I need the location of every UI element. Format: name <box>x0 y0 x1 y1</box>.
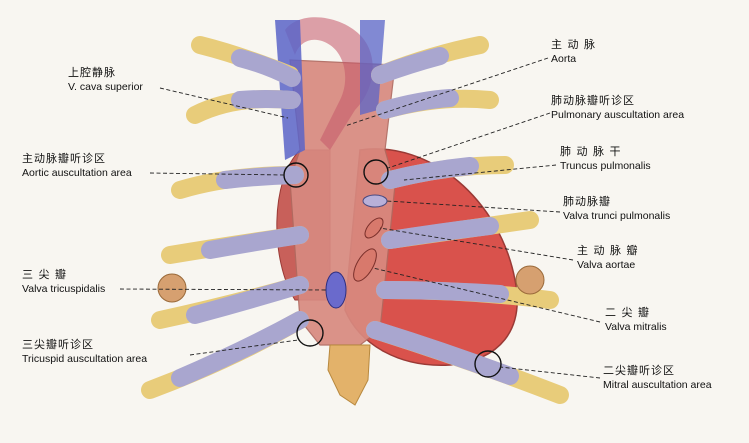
label-zh: 肺 动 脉 干 <box>560 145 622 158</box>
label-zh: 三尖瓣听诊区 <box>22 338 94 351</box>
pulmonary-vessel <box>360 20 385 115</box>
label-zh: 三 尖 瓣 <box>22 268 67 281</box>
label-la: Valva aortae <box>577 259 636 271</box>
leader-valva-trunci <box>386 200 561 213</box>
label-valva-mitralis: 二 尖 瓣 Valva mitralis <box>605 306 667 334</box>
label-la: Truncus pulmonalis <box>560 160 651 172</box>
aorta-vessel <box>285 17 373 151</box>
label-la: Aortic auscultation area <box>22 167 132 179</box>
aortic-area-circle <box>283 162 309 188</box>
label-la: Tricuspid auscultation area <box>22 353 148 365</box>
leader-aorta <box>344 57 549 127</box>
label-mitral-area: 二尖瓣听诊区 Mitral auscultation area <box>603 364 712 392</box>
label-la: Valva trunci pulmonalis <box>563 210 671 222</box>
label-valva-aortae: 主 动 脉 瓣 Valva aortae <box>577 244 639 272</box>
label-zh: 肺动脉瓣听诊区 <box>551 94 635 107</box>
label-zh: 主动脉瓣听诊区 <box>22 152 106 165</box>
leader-tricuspidalis <box>119 288 327 291</box>
pulmonary-area-circle <box>363 159 389 185</box>
mitral-area-circle <box>474 350 502 378</box>
aortic-valve-shape <box>364 217 384 239</box>
leader-valva-aortae <box>379 227 574 261</box>
vena-cava-superior <box>275 20 305 160</box>
label-valva-tricuspidalis: 三 尖 瓣 Valva tricuspidalis <box>22 268 105 296</box>
label-la: Valva mitralis <box>605 321 667 333</box>
label-v-cava-superior: 上腔静脉 V. cava superior <box>68 66 143 94</box>
right-ribs <box>366 36 569 404</box>
label-zh: 二 尖 瓣 <box>605 306 650 319</box>
xiphoid-process <box>327 344 371 406</box>
leader-tricuspid-area <box>189 339 299 356</box>
pulmonary-valve-shape <box>362 194 388 208</box>
label-tricuspid-area: 三尖瓣听诊区 Tricuspid auscultation area <box>22 338 147 366</box>
label-la: V. cava superior <box>68 81 143 93</box>
label-valva-trunci-pulmonalis: 肺动脉瓣 Valva trunci pulmonalis <box>563 195 670 223</box>
label-zh: 上腔静脉 <box>68 66 116 79</box>
tricuspid-valve-shape <box>325 271 347 309</box>
label-zh: 二尖瓣听诊区 <box>603 364 675 377</box>
leader-v-cava <box>159 87 289 119</box>
label-zh: 主 动 脉 瓣 <box>577 244 639 257</box>
tricuspid-area-circle <box>296 319 324 347</box>
rib-cross-section-right <box>515 265 545 295</box>
label-truncus-pulmonalis: 肺 动 脉 干 Truncus pulmonalis <box>560 145 651 173</box>
label-aortic-area: 主动脉瓣听诊区 Aortic auscultation area <box>22 152 132 180</box>
label-pulmonary-area: 肺动脉瓣听诊区 Pulmonary auscultation area <box>551 94 684 122</box>
label-la: Valva tricuspidalis <box>22 283 106 295</box>
leader-mitral-area <box>499 366 601 379</box>
label-la: Mitral auscultation area <box>603 379 712 391</box>
label-aorta: 主 动 脉 Aorta <box>551 38 596 66</box>
label-la: Pulmonary auscultation area <box>551 109 685 121</box>
rib-cross-section-left <box>157 273 187 303</box>
label-zh: 主 动 脉 <box>551 38 596 51</box>
leader-pulmonary-area <box>387 112 551 169</box>
label-la: Aorta <box>551 53 577 65</box>
leader-truncus <box>403 164 557 181</box>
leader-aortic-area <box>149 172 285 176</box>
label-zh: 肺动脉瓣 <box>563 195 611 208</box>
mitral-valve-shape <box>353 248 377 282</box>
